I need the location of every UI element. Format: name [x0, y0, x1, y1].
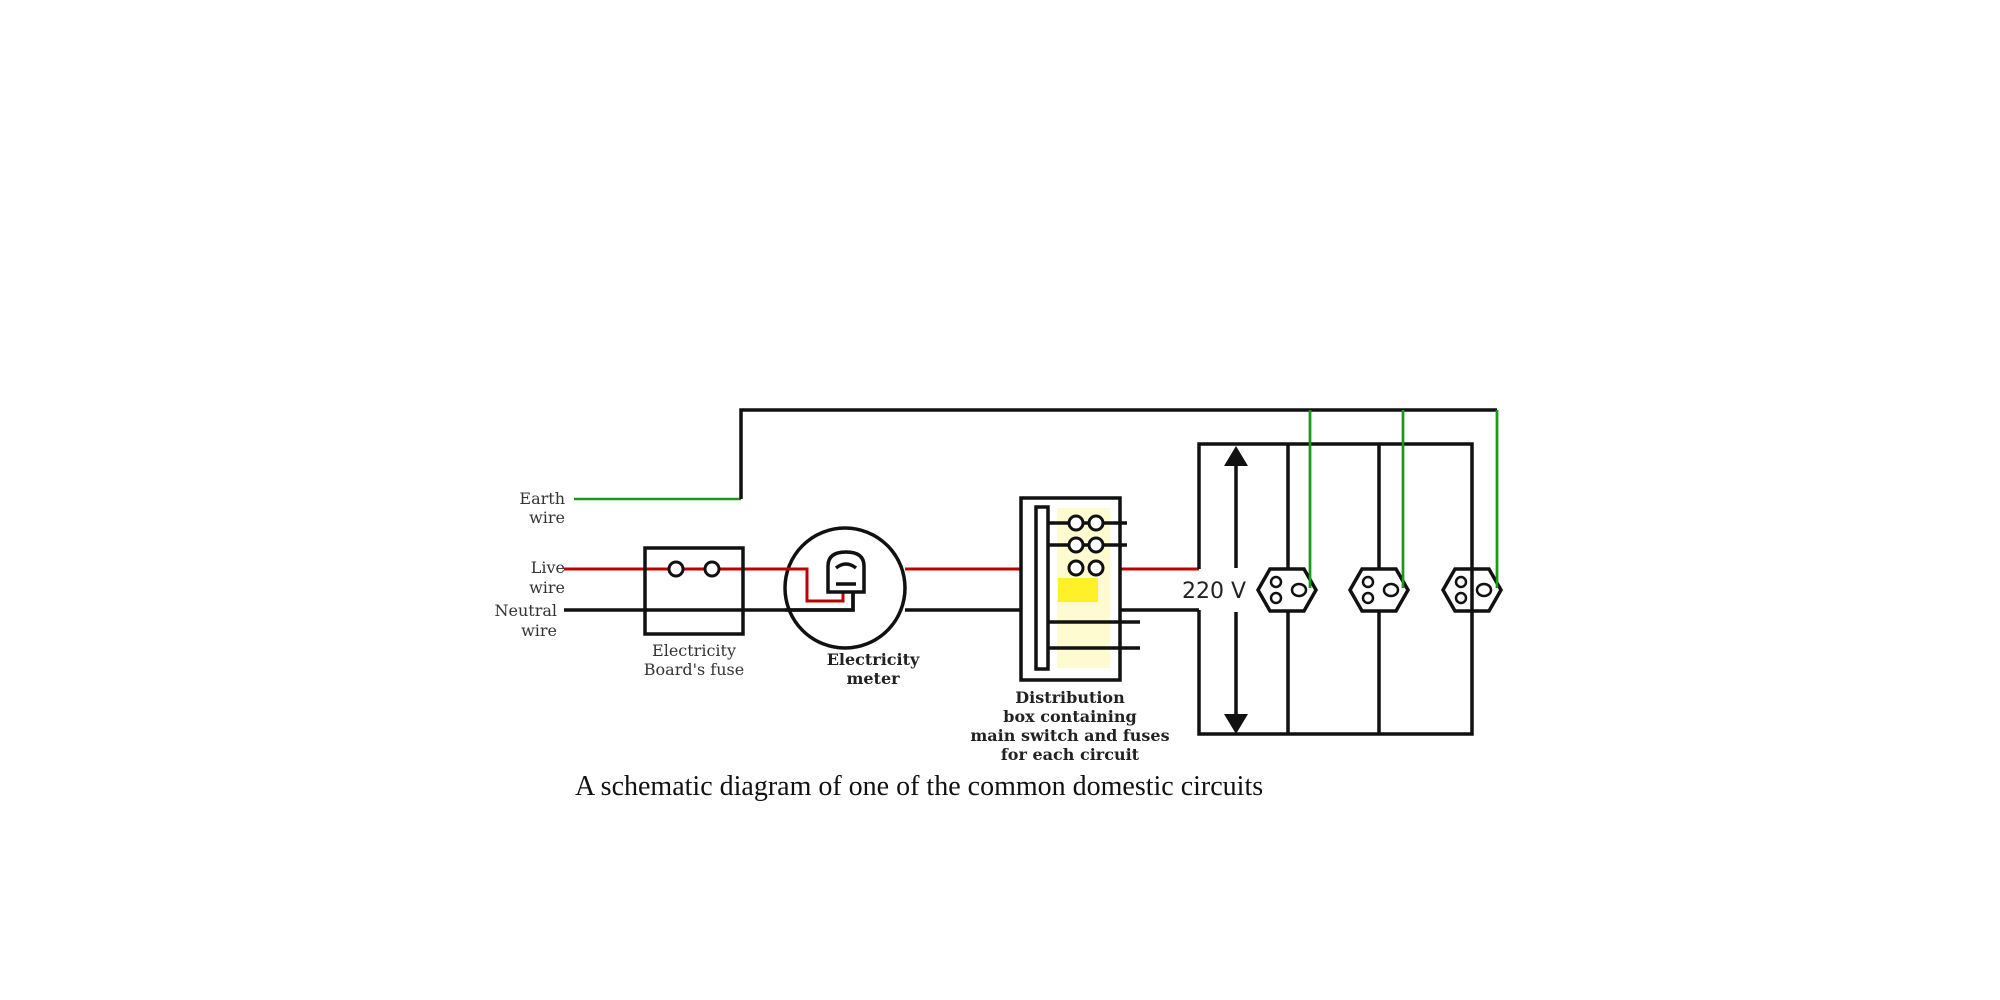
- distribution-label-3: main switch and fuses: [970, 726, 1169, 745]
- distribution-label-2: box containing: [1003, 707, 1136, 726]
- neutral-label-1: Neutral: [494, 601, 557, 620]
- household-circuit: [1197, 442, 1474, 736]
- distribution-box: [1019, 496, 1140, 682]
- distribution-label-1: Distribution: [1015, 688, 1125, 707]
- socket-3: [1440, 567, 1504, 613]
- live-label-2: wire: [529, 578, 565, 597]
- socket-2: [1347, 567, 1411, 613]
- board-fuse-label-1: Electricity: [652, 641, 736, 660]
- neutral-label-2: wire: [521, 621, 557, 640]
- meter-label-2: meter: [846, 669, 900, 688]
- voltage-label: 220 V: [1182, 579, 1246, 604]
- electricity-meter: [783, 526, 907, 650]
- diagram-caption: A schematic diagram of one of the common…: [575, 771, 1263, 802]
- earth-label-2: wire: [529, 508, 565, 527]
- earth-label-1: Earth: [519, 489, 565, 508]
- live-label-1: Live: [531, 558, 565, 577]
- voltage-arrow: [1224, 446, 1248, 734]
- electricity-board-fuse: [643, 546, 745, 636]
- distribution-label-4: for each circuit: [1001, 745, 1140, 764]
- board-fuse-label-2: Board's fuse: [644, 660, 744, 679]
- meter-label-1: Electricity: [827, 650, 920, 669]
- socket-1: [1255, 567, 1319, 613]
